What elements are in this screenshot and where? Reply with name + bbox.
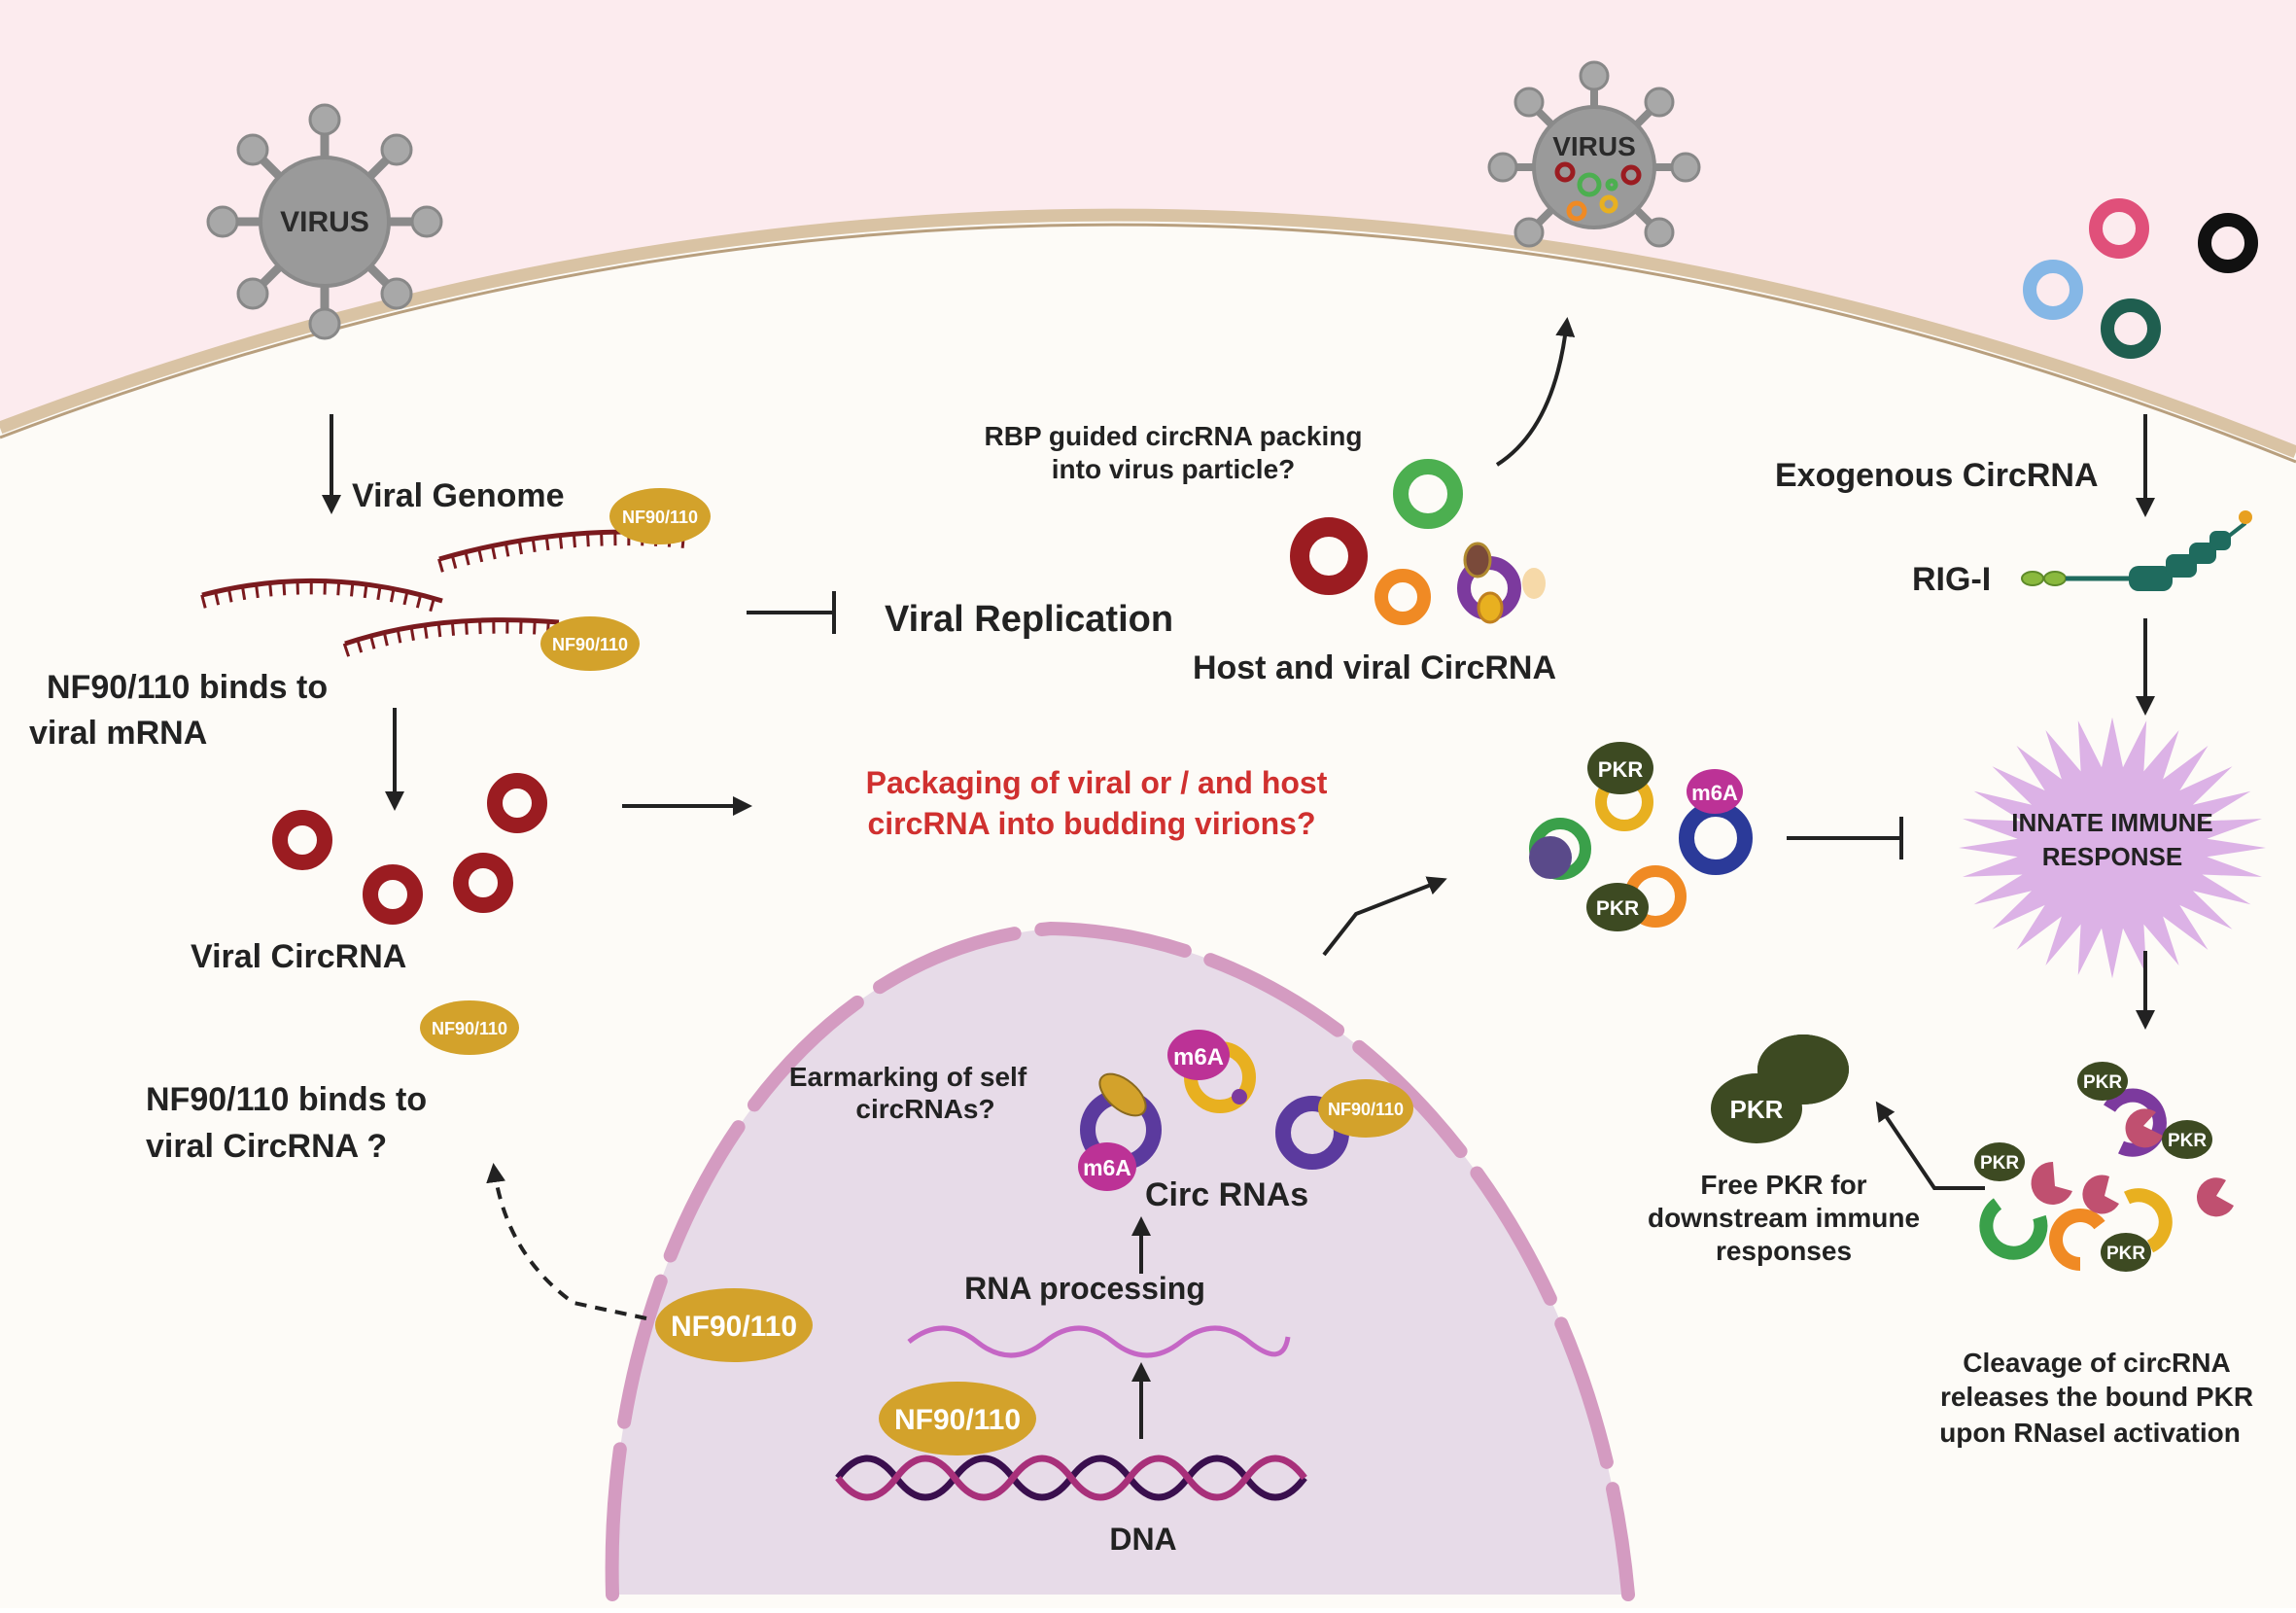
pkr-badge: PKR (2162, 1120, 2212, 1159)
svg-text:NF90/110: NF90/110 (894, 1404, 1021, 1436)
pkr-badge: PKR (1974, 1142, 2025, 1181)
svg-text:NF90/110: NF90/110 (432, 1019, 507, 1038)
nf90-badge: NF90/110 (655, 1288, 813, 1362)
earmarking-label: Earmarking of self (789, 1062, 1027, 1092)
cleavage-label: Cleavage of circRNA (1963, 1348, 2230, 1378)
viral-replication-label: Viral Replication (885, 599, 1173, 640)
innate-immune-burst (1959, 717, 2266, 979)
svg-text:m6A: m6A (1691, 781, 1738, 805)
svg-text:NF90/110: NF90/110 (622, 508, 698, 527)
dna-double-helix (835, 1455, 1307, 1501)
svg-text:PKR: PKR (1598, 757, 1644, 782)
virus-right-label: VIRUS (1552, 131, 1636, 161)
host-viral-circrnas (1290, 459, 1546, 625)
nf90-binds-circ-label: viral CircRNA ? (146, 1128, 387, 1165)
mrna-wave (907, 1325, 1291, 1358)
svg-text:PKR: PKR (2168, 1131, 2207, 1151)
m6a-badge: m6A (1078, 1142, 1136, 1191)
nf90-binds-mrna-label: viral mRNA (29, 715, 207, 752)
nf90-binds-mrna-label: NF90/110 binds to (47, 669, 328, 706)
host-viral-circrna-label: Host and viral CircRNA (1193, 649, 1556, 686)
nf90-badge: NF90/110 (609, 488, 711, 544)
arrows (322, 317, 2155, 1439)
m6a-badge: m6A (1687, 769, 1743, 814)
packaging-question-label: circRNA into budding virions? (867, 806, 1315, 841)
viral-circrna-label: Viral CircRNA (191, 938, 406, 975)
virus-left: VIRUS (206, 103, 443, 340)
pkr-badge: PKR (1587, 742, 1653, 794)
pkr-badge (1757, 1034, 1849, 1105)
svg-text:PKR: PKR (1980, 1153, 2019, 1174)
svg-text:PKR: PKR (1730, 1095, 1784, 1124)
viral-circrnas (272, 773, 547, 925)
nf90-binds-circ-label: NF90/110 binds to (146, 1081, 427, 1118)
cell-membrane-edge (0, 223, 2296, 464)
exogenous-circrna-label: Exogenous CircRNA (1775, 457, 2099, 494)
rbp-packing-label: RBP guided circRNA packing (985, 421, 1363, 451)
free-pkr-label: Free PKR for (1700, 1170, 1866, 1200)
pkr-badge: PKR (2077, 1062, 2128, 1101)
nf90-badge: NF90/110 (879, 1382, 1036, 1455)
cleaved-circrna-cluster (1979, 1088, 2234, 1271)
nuclear-envelope (605, 921, 1635, 1601)
svg-text:PKR: PKR (2106, 1244, 2145, 1264)
nf90-badge: NF90/110 (540, 616, 640, 671)
packaging-question-label: Packaging of viral or / and host (866, 765, 1328, 800)
cell-membrane (0, 208, 2296, 459)
svg-text:m6A: m6A (1173, 1044, 1224, 1070)
pkr-badge: PKR (1586, 883, 1649, 931)
circ-rnas-label: Circ RNAs (1145, 1176, 1308, 1213)
nf90-badge-small (1098, 1072, 1147, 1117)
m6a-badge: m6A (1167, 1030, 1230, 1080)
labels: Viral Genome NF90/110 binds to viral mRN… (29, 421, 2253, 1557)
cleavage-label: releases the bound PKR (1940, 1382, 2253, 1412)
nf90-badge: NF90/110 (1318, 1079, 1413, 1138)
svg-text:m6A: m6A (1083, 1155, 1131, 1180)
earmarking-label: circRNAs? (855, 1094, 994, 1124)
svg-text:NF90/110: NF90/110 (671, 1311, 797, 1343)
free-pkr-label: responses (1716, 1236, 1852, 1266)
svg-text:NF90/110: NF90/110 (1328, 1100, 1404, 1119)
virus-left-label: VIRUS (280, 206, 369, 238)
svg-text:PKR: PKR (2083, 1072, 2122, 1093)
rig-i-protein (2021, 510, 2252, 591)
svg-text:PKR: PKR (1596, 897, 1639, 920)
exogenous-circrnas (2023, 198, 2258, 359)
rna-processing-label: RNA processing (964, 1271, 1205, 1306)
cleavage-label: upon RNaseI activation (1939, 1418, 2241, 1448)
viral-genome-label: Viral Genome (352, 477, 565, 514)
innate-immune-label: INNATE IMMUNE (2011, 808, 2213, 837)
free-pkr-label: downstream immune (1648, 1203, 1920, 1233)
svg-text:NF90/110: NF90/110 (552, 635, 628, 654)
cytoplasm (0, 215, 2296, 1609)
virus-right: VIRUS (1487, 60, 1701, 248)
innate-immune-label: RESPONSE (2042, 842, 2183, 871)
dna-label: DNA (1109, 1522, 1176, 1557)
rbp-packing-label: into virus particle? (1052, 454, 1296, 484)
pkr-badge: PKR (2101, 1233, 2151, 1272)
rig-i-label: RIG-I (1912, 561, 1991, 598)
nf90-badge: NF90/110 (420, 1000, 519, 1055)
